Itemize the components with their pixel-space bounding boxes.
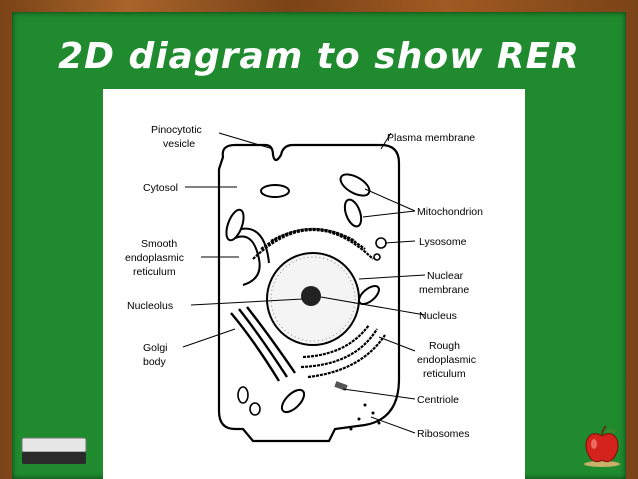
label-nucleolus: Nucleolus bbox=[127, 300, 173, 312]
smooth-er-shape bbox=[232, 227, 270, 286]
label-ser-line2: endoplasmic bbox=[125, 252, 184, 264]
label-pinocytotic-line1: Pinocytotic bbox=[151, 124, 202, 136]
label-pinocytotic-line2: vesicle bbox=[163, 138, 195, 150]
label-rer-line2: endoplasmic bbox=[417, 354, 476, 366]
nucleus-dots bbox=[270, 256, 356, 342]
mitochondria-shapes bbox=[225, 173, 380, 414]
label-rer-line1: Rough bbox=[429, 340, 460, 352]
cell-diagram-figure: Pinocytotic vesicle Cytosol Smooth endop… bbox=[103, 89, 525, 479]
label-nuclear-membrane-line2: membrane bbox=[419, 284, 469, 296]
label-nuclear-membrane-line1: Nuclear bbox=[427, 270, 464, 282]
label-lysosome: Lysosome bbox=[419, 236, 467, 248]
label-plasma-membrane: Plasma membrane bbox=[387, 132, 475, 144]
nucleolus-shape bbox=[301, 286, 321, 306]
chalkboard-eraser-icon bbox=[21, 437, 87, 464]
label-ser-line3: reticulum bbox=[133, 266, 176, 278]
label-nucleus: Nucleus bbox=[419, 310, 457, 322]
label-golgi-line2: body bbox=[143, 356, 167, 368]
label-ribosomes: Ribosomes bbox=[417, 428, 470, 440]
cell-diagram: Pinocytotic vesicle Cytosol Smooth endop… bbox=[125, 124, 483, 443]
ribosome-dots bbox=[349, 403, 381, 431]
slide-title: 2D diagram to show RER bbox=[58, 36, 580, 77]
vesicles-shapes bbox=[237, 237, 387, 416]
label-rer-line3: reticulum bbox=[423, 368, 466, 380]
label-golgi-line1: Golgi bbox=[143, 342, 168, 354]
leader-lines bbox=[182, 132, 426, 434]
golgi-body-shape bbox=[230, 306, 296, 382]
label-mitochondrion: Mitochondrion bbox=[417, 206, 483, 218]
label-centriole: Centriole bbox=[417, 394, 459, 406]
cell-membrane bbox=[217, 143, 401, 443]
label-cytosol: Cytosol bbox=[143, 182, 178, 194]
label-ser-line1: Smooth bbox=[141, 238, 177, 250]
centriole-shape bbox=[334, 381, 348, 391]
apple-icon bbox=[584, 425, 620, 467]
